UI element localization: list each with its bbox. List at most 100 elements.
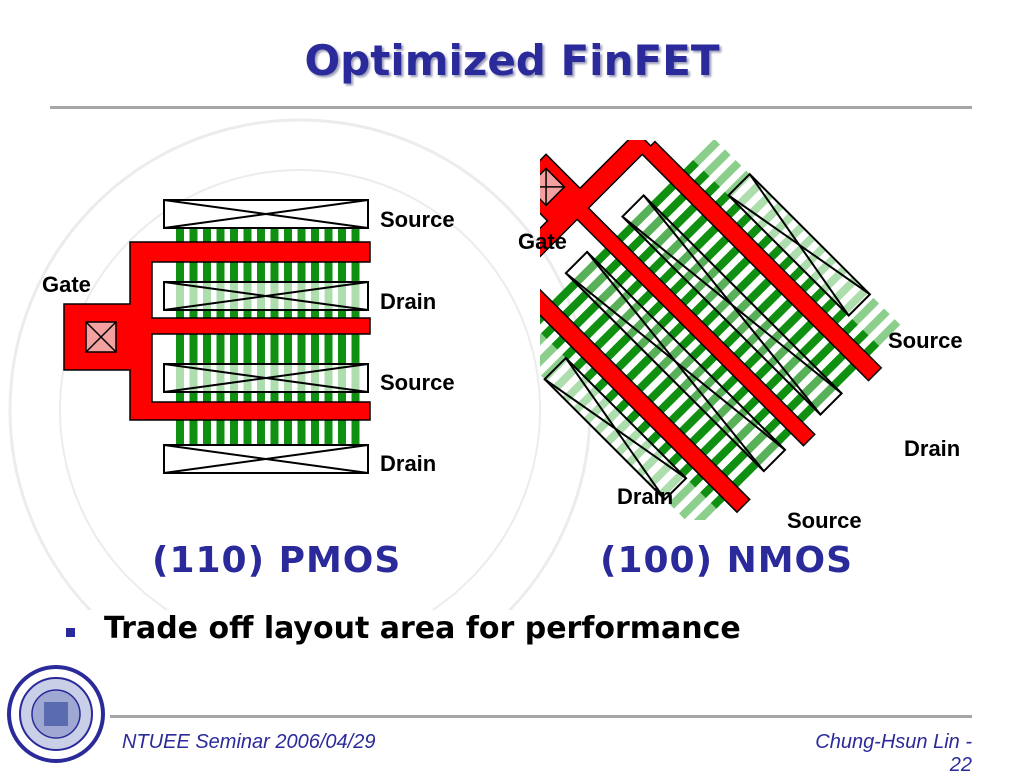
nmos-fin-segment (683, 160, 699, 176)
nmos-gate-contact (540, 167, 566, 207)
nmos-fin-segment (736, 213, 752, 229)
pmos-caption: (110) PMOS (152, 540, 402, 581)
pmos-fin-segment (203, 420, 211, 465)
nmos-fin-segment (821, 297, 837, 314)
university-seal-logo (7, 665, 105, 763)
nmos-fin-segment (799, 276, 816, 293)
pmos-fin-segment (338, 420, 346, 465)
nmos-fin-segment (786, 352, 846, 412)
nmos-fin-segment (768, 244, 784, 261)
pmos-fin-segment (216, 420, 225, 465)
nmos-fin-segment (863, 340, 880, 356)
footer-seminar-date: NTUEE Seminar 2006/04/29 (122, 731, 376, 753)
pmos-fin-segment (189, 420, 198, 465)
pmos-fin-segment (230, 420, 238, 465)
nmos-fin-segment (789, 266, 805, 282)
nmos-fin-segment (648, 214, 708, 274)
pmos-fin-segment (230, 282, 238, 310)
pmos-fin-segment (176, 420, 184, 465)
footer-author-page: Chung-Hsun Lin - 22 (800, 731, 972, 777)
pmos-fin-segment (351, 282, 360, 310)
nmos-fin-segment (704, 181, 721, 197)
pmos-fin-segment (284, 364, 292, 392)
pmos-fin-segment (297, 420, 306, 465)
pmos-sd-regions (163, 199, 369, 474)
nmos-fin-segment (572, 356, 588, 371)
footer-author: Chung-Hsun Lin (815, 731, 960, 753)
slide-title: Optimized FinFET (304, 36, 720, 85)
page-number: 22 (949, 754, 972, 776)
bullet-marker (66, 628, 75, 637)
nmos-fin-segment (765, 331, 825, 391)
nmos-fin-segment (562, 345, 577, 361)
nmos-fin-segment (691, 256, 751, 317)
nmos-fin-segment (757, 234, 774, 250)
nmos-fin-segment (712, 278, 772, 338)
pmos-source-label-1: Source (380, 207, 455, 232)
pmos-fin-segment (203, 364, 211, 392)
pmos-fin-segment (284, 282, 292, 310)
pmos-fin-segment (216, 364, 225, 392)
nmos-fin-segment (668, 452, 683, 467)
footer-divider (110, 715, 972, 718)
footer-separator: - (959, 731, 972, 753)
pmos-fin-segment (230, 364, 238, 392)
pmos-fin-segment (297, 364, 306, 392)
nmos-fin-segment (715, 191, 731, 208)
pmos-fin-segment (284, 420, 292, 465)
nmos-source-label-right: Source (888, 328, 963, 353)
pmos-fin-segment (324, 282, 333, 310)
nmos-fin-segment (604, 388, 619, 403)
nmos-fin-segment (842, 319, 858, 335)
nmos-sd-regions (543, 172, 872, 501)
nmos-fin-segment (540, 314, 545, 329)
nmos-fin-segment (746, 223, 763, 240)
nmos-fin-segment (778, 255, 795, 272)
nmos-fin-segment (647, 430, 662, 445)
pmos-fin-segment (176, 282, 184, 310)
nmos-fin-segment (831, 308, 848, 325)
nmos-fin-segment (810, 287, 827, 303)
pmos-fin-segment (270, 364, 279, 392)
nmos-fin-segment (541, 324, 556, 339)
pmos-fin-segment (311, 364, 319, 392)
pmos-fin-segment (351, 364, 360, 392)
pmos-fin-segment (311, 282, 319, 310)
pmos-fin-segment (189, 282, 198, 310)
nmos-gate-label: Gate (518, 229, 567, 254)
pmos-gate (63, 241, 371, 421)
nmos-fin-segment (689, 473, 704, 488)
nmos-fin-segment (852, 329, 869, 346)
pmos-fin-segment (257, 420, 265, 465)
nmos-fin-segment (551, 335, 566, 350)
pmos-fin-segment (203, 282, 211, 310)
pmos-gate-label: Gate (42, 272, 91, 297)
nmos-drain-label-right: Drain (904, 436, 961, 461)
pmos-fin-segment (216, 282, 225, 310)
pmos-fin-segment (338, 282, 346, 310)
nmos-source-label-bottom: Source (787, 508, 862, 533)
nmos-gate (540, 140, 883, 514)
pmos-gate-contact (85, 321, 117, 353)
pmos-fin-segment (297, 282, 306, 310)
pmos-layout-diagram (63, 199, 371, 474)
title-divider (50, 106, 972, 109)
nmos-fin-segment (710, 494, 725, 509)
pmos-fin-segment (351, 420, 360, 465)
nmos-fin-segment (725, 202, 742, 218)
pmos-fin-segment (311, 420, 319, 465)
nmos-layout-diagram (540, 140, 901, 520)
pmos-fin-segment (243, 420, 252, 465)
nmos-fin-segment (700, 483, 715, 498)
nmos-fin-segment (594, 377, 609, 392)
nmos-fin-segment (693, 170, 710, 187)
pmos-fin-segment (189, 364, 198, 392)
pmos-fin-segment (243, 364, 252, 392)
nmos-fin-segment (637, 203, 698, 264)
pmos-fin-segment (338, 364, 346, 392)
nmos-fin-segment (627, 193, 687, 253)
pmos-fin-segment (324, 364, 333, 392)
pmos-fin-segment (176, 364, 184, 392)
pmos-fin-segment (270, 420, 279, 465)
nmos-fin-segment (616, 182, 677, 243)
